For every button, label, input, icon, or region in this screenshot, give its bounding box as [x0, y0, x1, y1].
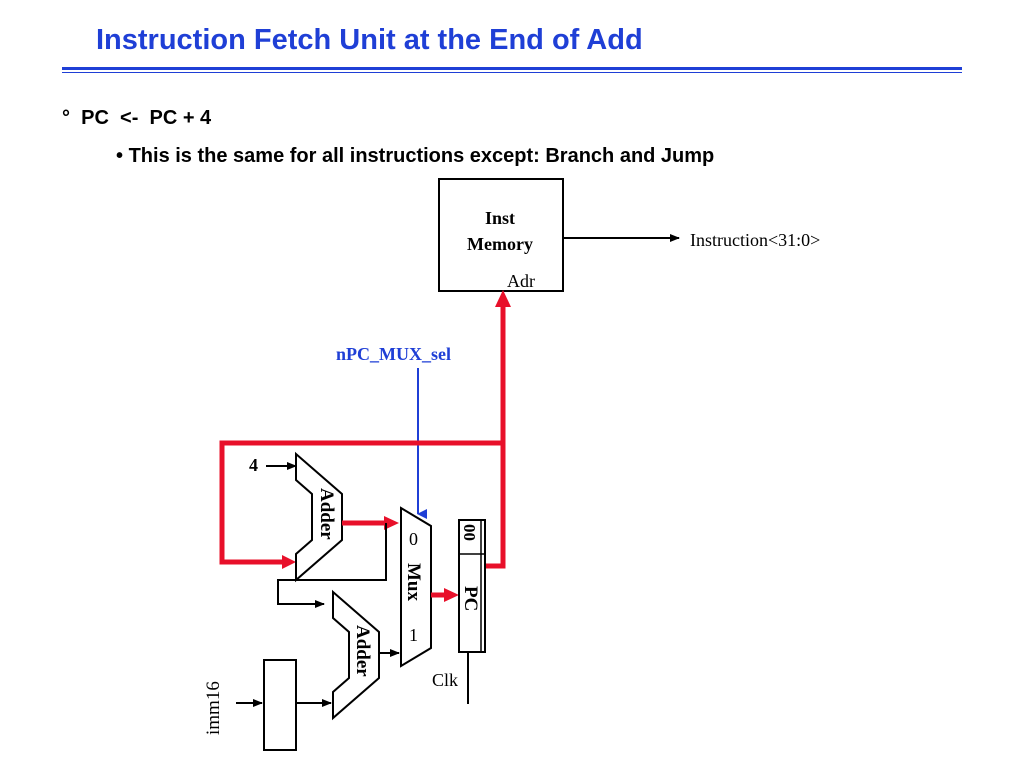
adr-label: Adr [507, 271, 535, 291]
inst-memory-label: Inst [485, 208, 515, 228]
mux-in0-arrowhead [384, 516, 399, 530]
branch-wire [277, 523, 387, 608]
page-title: Instruction Fetch Unit at the End of Add [96, 24, 643, 56]
bullet-text: PC <- PC + 4 [81, 107, 212, 129]
bullet-marker: ° [62, 107, 70, 129]
npc-mux-sel-label: nPC_MUX_sel [336, 344, 451, 364]
const-four-label: 4 [249, 455, 258, 475]
inst-memory-block [438, 178, 564, 292]
adder-top-label: Adder [316, 488, 337, 540]
clk-label: Clk [432, 670, 458, 690]
mux-in1-label: 1 [409, 625, 418, 645]
instruction-label: Instruction<31:0> [690, 230, 820, 250]
mux-label: Mux [403, 563, 424, 602]
mux-shape [400, 506, 432, 668]
adr-arrowhead [495, 290, 511, 307]
adder-top-shape [295, 451, 343, 583]
bullet-pc-update: ° PC <- PC + 4 [62, 107, 211, 130]
adder-bottom-shape [332, 589, 380, 721]
title-rule-thin [62, 72, 962, 73]
pc-in-arrowhead [444, 588, 459, 602]
sub-bullet-text: This is the same for all instructions ex… [128, 145, 715, 167]
imm16-label: imm16 [203, 681, 224, 735]
adder-input-arrowhead [282, 555, 296, 569]
adder-bottom-label: Adder [352, 625, 373, 677]
pc-low-bits-label: 00 [460, 524, 479, 541]
pc-to-adr-path [486, 303, 506, 569]
imm16-extender [263, 659, 297, 751]
sub-bullet-marker: • [116, 145, 124, 167]
pc-label: PC [460, 586, 481, 611]
mux-in0-label: 0 [409, 529, 418, 549]
sub-bullet-note: • This is the same for all instructions … [116, 145, 714, 168]
inst-memory-label-2: Memory [467, 234, 533, 254]
pc-feedback-path [219, 440, 503, 565]
title-rule [62, 67, 962, 70]
